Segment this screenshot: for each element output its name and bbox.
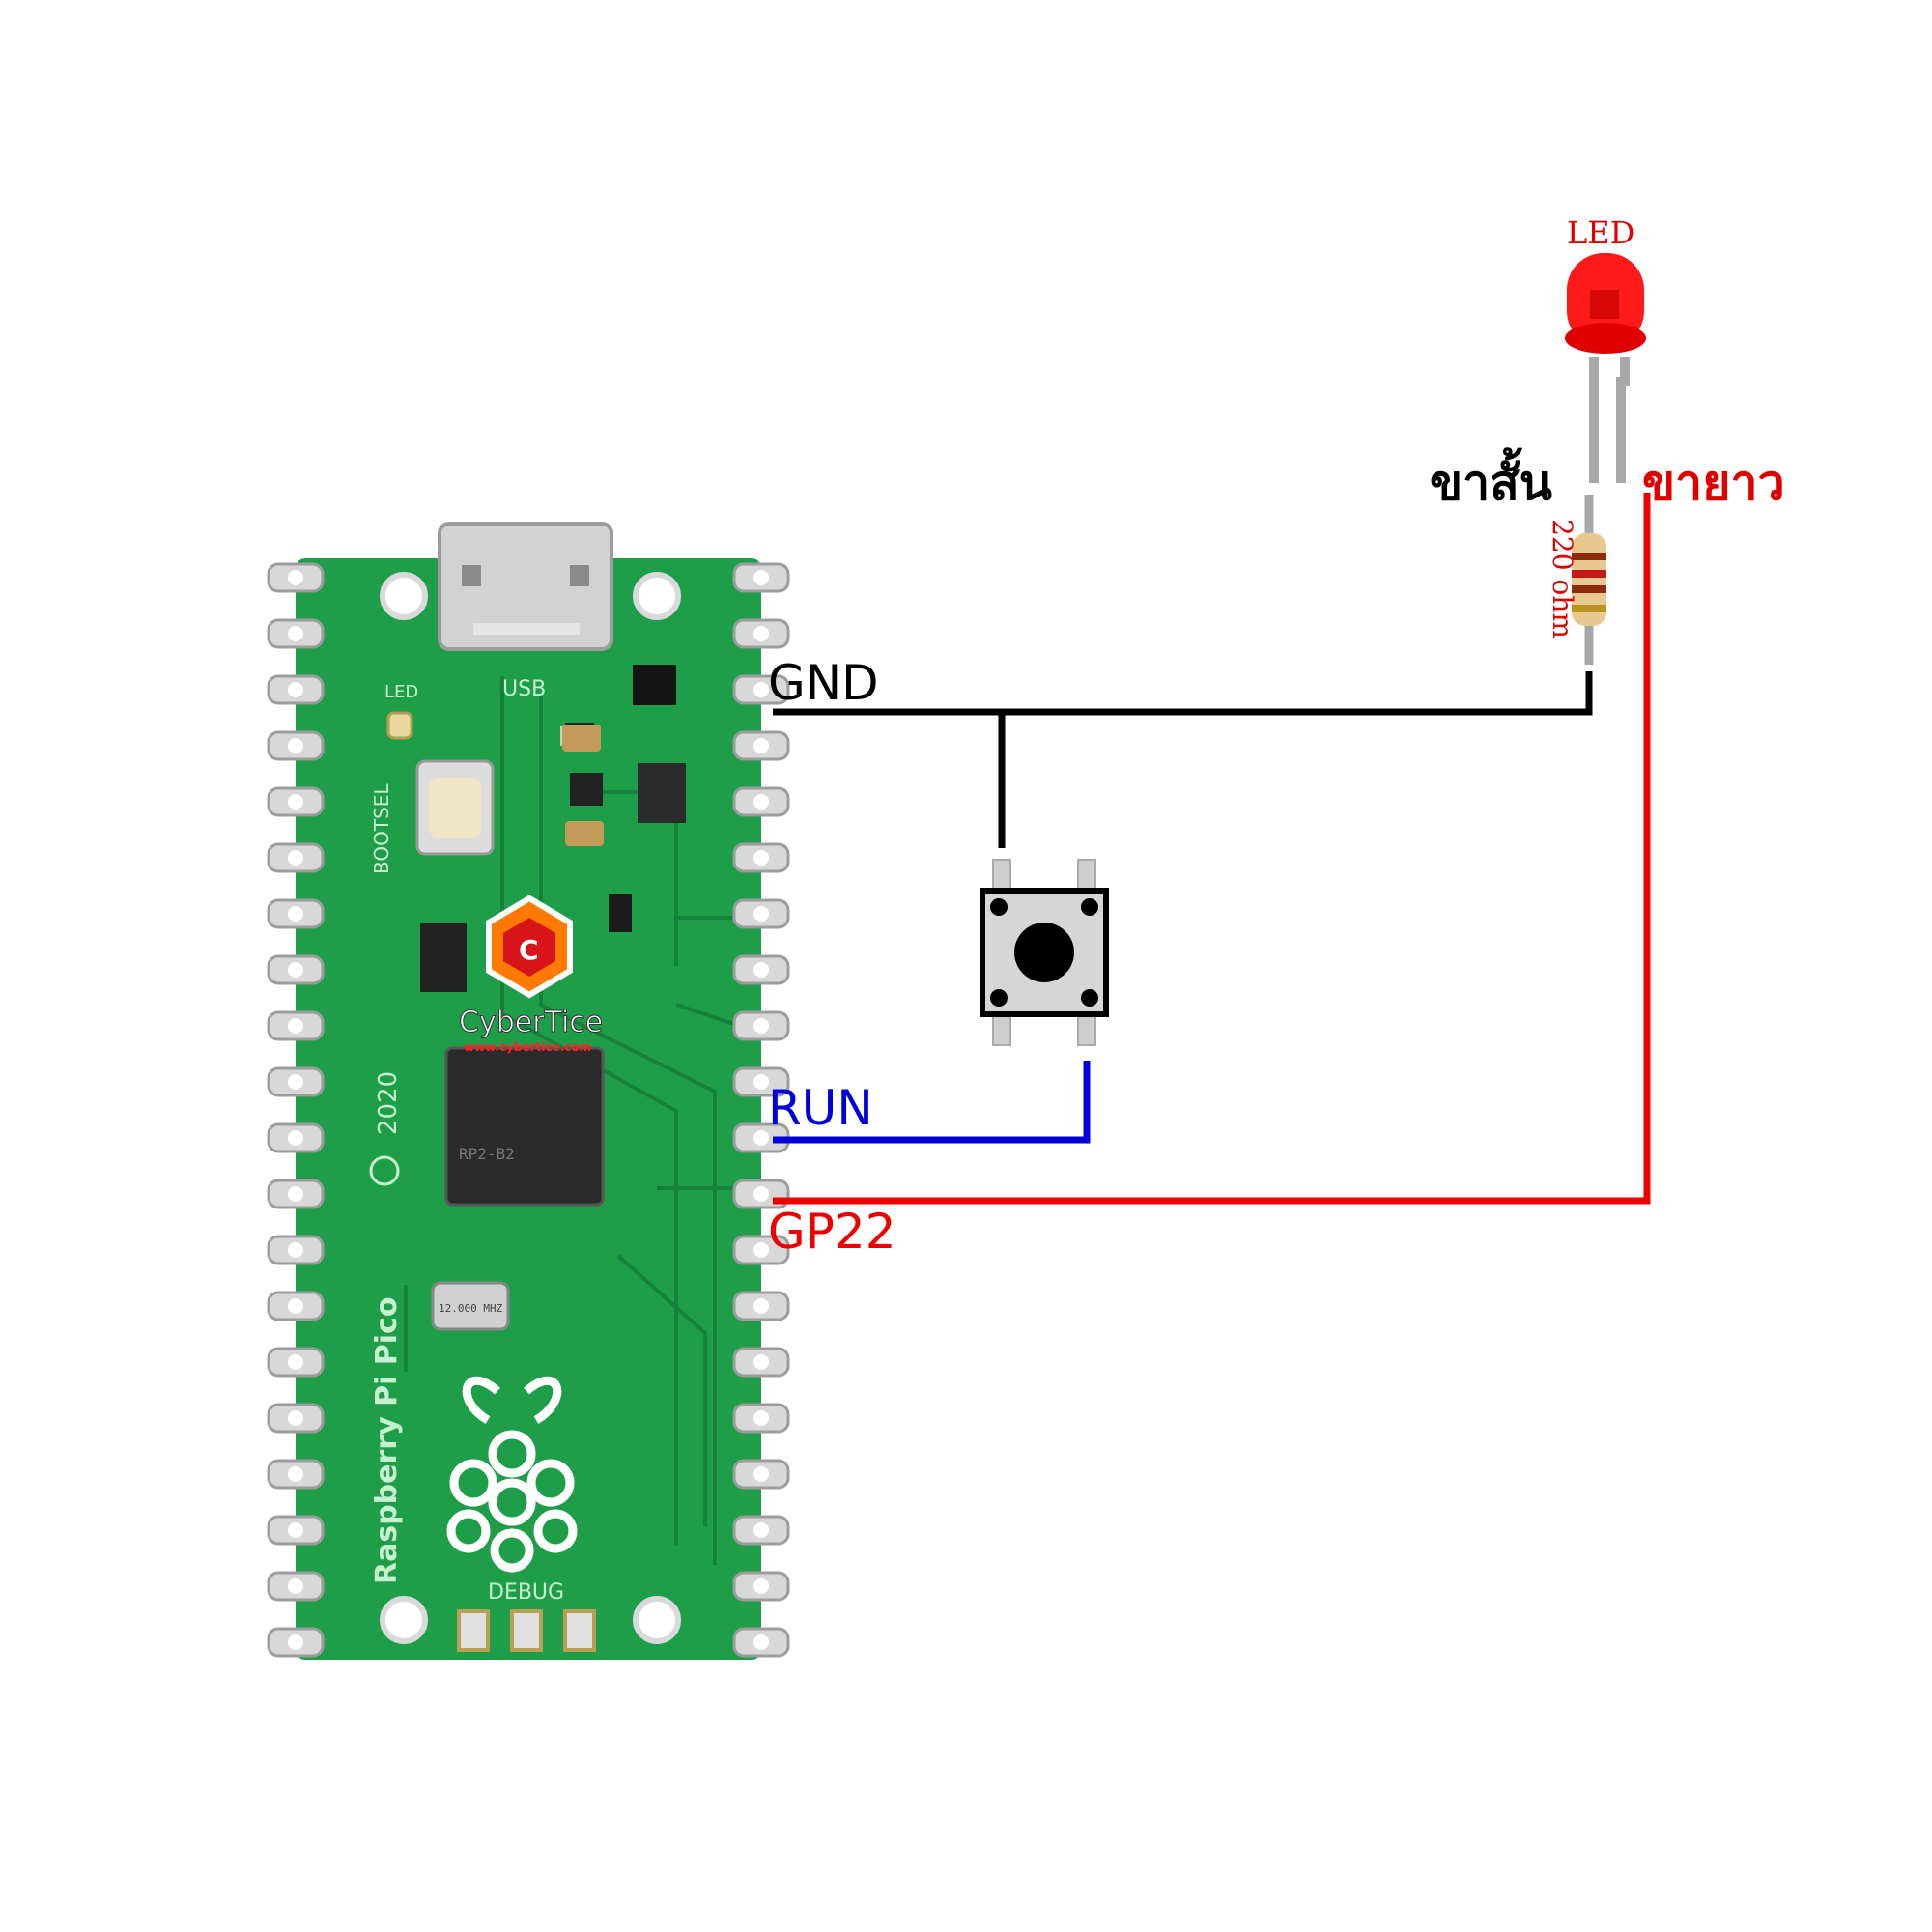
- run-pin-label: RUN: [768, 1080, 873, 1136]
- pad-hole: [288, 1466, 303, 1482]
- run-wire: [773, 1061, 1091, 1144]
- pad-hole: [753, 1074, 769, 1090]
- mounting-holes: [380, 572, 681, 1644]
- micro-usb-connector: [438, 522, 613, 651]
- pad-hole: [753, 1186, 769, 1202]
- short-leg-label: ขาสั้น: [1430, 455, 1552, 511]
- bootsel-silkscreen: BOOTSEL: [370, 783, 393, 874]
- copyright-symbol: [369, 1155, 400, 1186]
- gp22-wire: [773, 493, 1651, 1205]
- pad-hole: [288, 682, 303, 697]
- rp2040-chip: RP2-B2: [444, 1046, 605, 1207]
- pad-hole: [753, 626, 769, 641]
- pad-hole: [288, 1130, 303, 1146]
- watermark-url: www.cybertice.com: [464, 1040, 591, 1054]
- pad-hole: [753, 738, 769, 753]
- gp22-pin-label: GP22: [768, 1204, 896, 1260]
- pad-hole: [753, 906, 769, 922]
- pad-hole: [288, 1354, 303, 1370]
- pad-hole: [753, 1018, 769, 1034]
- pad-hole: [753, 794, 769, 810]
- right-pads: [732, 562, 790, 1658]
- pico-board: USB LED BOOTSEL RP2-B2: [267, 522, 790, 1660]
- debug-pads: [457, 1609, 596, 1652]
- pad-hole: [753, 850, 769, 866]
- led-component: [1565, 253, 1646, 483]
- gnd-pin-label: GND: [768, 655, 879, 711]
- chip-text: RP2-B2: [459, 1145, 515, 1163]
- usb-silkscreen: USB: [502, 677, 546, 701]
- cybertice-watermark: C CyberTice www.cybertice.com: [459, 895, 604, 1054]
- year-silkscreen: 2020: [374, 1071, 403, 1135]
- pad-hole: [288, 1018, 303, 1034]
- led-label: LED: [1567, 214, 1635, 251]
- watermark-brand: CyberTice: [459, 1006, 603, 1039]
- pad-hole: [288, 850, 303, 866]
- svg-text:C: C: [519, 934, 539, 966]
- pad-hole: [753, 682, 769, 697]
- pad-hole: [753, 1298, 769, 1314]
- pad-hole: [753, 1354, 769, 1370]
- pad-hole: [753, 570, 769, 585]
- pad-hole: [288, 738, 303, 753]
- resistor-value-label: 220 ohm: [1546, 519, 1578, 639]
- long-leg-label: ขายาว: [1642, 455, 1785, 511]
- bootsel-button: [415, 759, 495, 856]
- pad-hole: [288, 906, 303, 922]
- pad-hole: [753, 1466, 769, 1482]
- resistor-component: [1572, 495, 1606, 665]
- pad-hole: [288, 1578, 303, 1594]
- crystal-text: 12.000 MHZ: [439, 1302, 503, 1315]
- pad-hole: [288, 570, 303, 585]
- raspberry-logo: [446, 1376, 578, 1573]
- pad-hole: [753, 1242, 769, 1258]
- smd-components: [420, 665, 686, 1070]
- pad-hole: [288, 1242, 303, 1258]
- pad-hole: [288, 1298, 303, 1314]
- pad-hole: [753, 1522, 769, 1538]
- gnd-wire: [773, 671, 1593, 716]
- pad-hole: [288, 1186, 303, 1202]
- pad-hole: [753, 1578, 769, 1594]
- pad-hole: [288, 1522, 303, 1538]
- debug-silkscreen: DEBUG: [488, 1580, 564, 1605]
- left-pads: [267, 562, 325, 1658]
- model-silkscreen: Raspberry Pi Pico: [370, 1297, 404, 1584]
- led-silkscreen: LED: [384, 682, 418, 702]
- pad-hole: [288, 1074, 303, 1090]
- push-button: [980, 859, 1109, 1046]
- pad-hole: [288, 626, 303, 641]
- pad-hole: [753, 962, 769, 978]
- pad-hole: [288, 794, 303, 810]
- pad-hole: [753, 1130, 769, 1146]
- wires: [773, 493, 1651, 1205]
- pad-hole: [288, 962, 303, 978]
- pad-hole: [753, 1410, 769, 1426]
- pad-hole: [753, 1634, 769, 1650]
- pad-hole: [288, 1410, 303, 1426]
- pad-hole: [288, 1634, 303, 1650]
- crystal: 12.000 MHZ: [431, 1281, 510, 1331]
- onboard-led: [386, 711, 413, 740]
